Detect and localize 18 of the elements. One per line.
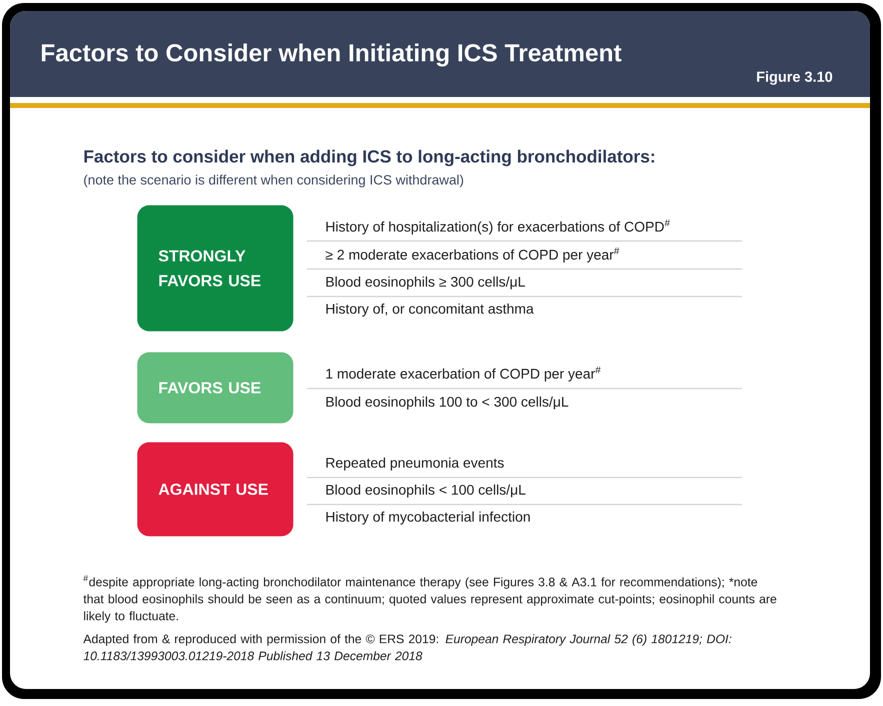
category-box: STRONGLY FAVORS USE (137, 205, 294, 332)
criterion-text: Repeated pneumonia events (326, 457, 504, 471)
criterion-text: Blood eosinophils ≥ 300 cells/μL (326, 276, 525, 290)
category-box: FAVORS USE (137, 352, 294, 424)
criterion-text: Blood eosinophils < 100 cells/μL (326, 484, 526, 498)
criterion-text: Blood eosinophils 100 to < 300 cells/μL (326, 396, 568, 410)
criterion-text: ≥ 2 moderate exacerbations of COPD per year$^{#}$ (326, 248, 620, 262)
title: Factors to Consider when Initiating ICS Treatment (42, 44, 622, 66)
criterion-text: History of mycobacterial infection (326, 511, 530, 525)
criterion-text: 1 moderate exacerbation of COPD per year$^{#}$ (326, 366, 601, 382)
criterion-text: History of hospitalization(s) for exacerbations of COPD$^{#}$ (326, 220, 670, 234)
category-box: AGAINST USE (137, 442, 294, 536)
criterion-text: History of, or concomitant asthma (326, 303, 534, 317)
footnote: $^{#}$despite appropriate long-acting bronchodilator maintenance therapy (see Figures 3.8 & A3.1 for recommendations); *note that blood eosinophils should be seen as a continuum; quoted values represent approximate cut-points; eosinophil counts are likely to fluctuate. (83, 575, 776, 623)
figure-number: Figure 3.10 (757, 71, 832, 85)
subtitle: Factors to consider when adding ICS to long-acting bronchodilators: (84, 150, 654, 166)
citation: Adapted from & reproduced with permission of the © ERS 2019: European Respiratory Journal 52 (6) 1801219; DOI: 10.1183/13993003.01219-2018 Published 13 December 2018 (83, 634, 732, 660)
note: (note the scenario is different when considering ICS withdrawal) (84, 174, 464, 188)
